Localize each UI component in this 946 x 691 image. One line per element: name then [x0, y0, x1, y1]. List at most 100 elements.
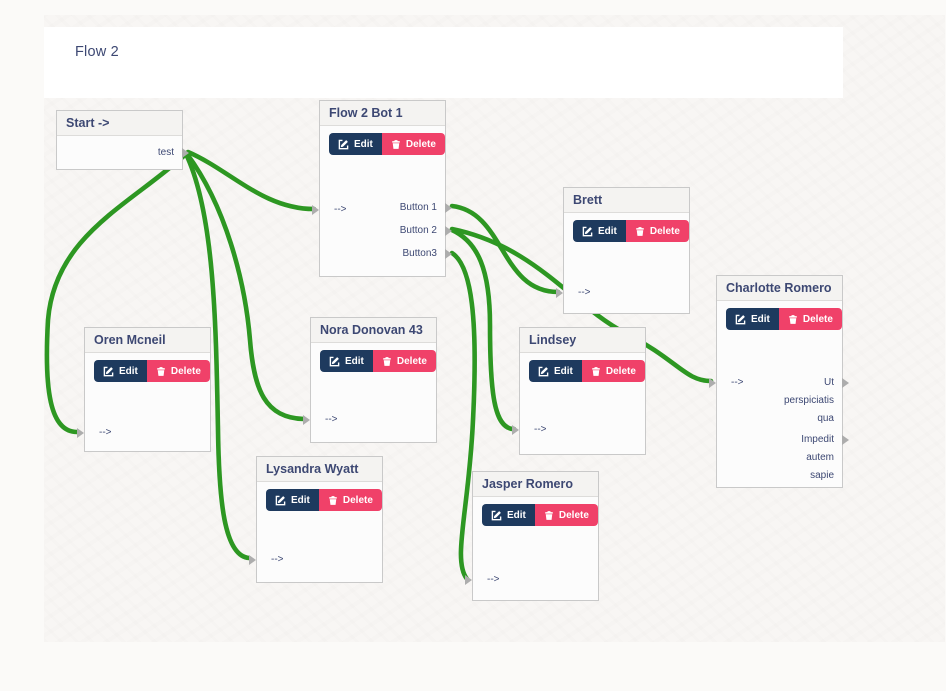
output-label: sapie: [810, 470, 834, 481]
input-label: -->: [99, 427, 112, 438]
input-port[interactable]: [312, 205, 319, 215]
edit-button-label: Edit: [291, 494, 310, 506]
input-port[interactable]: [77, 428, 84, 438]
node-title-bar[interactable]: Charlotte Romero: [717, 276, 842, 301]
delete-button[interactable]: Delete: [318, 489, 382, 511]
output-label: Impedit: [801, 434, 834, 445]
output-label: autem: [806, 452, 834, 463]
delete-button-label: Delete: [802, 313, 833, 325]
delete-button-label: Delete: [405, 138, 436, 150]
input-port[interactable]: [465, 575, 472, 585]
node-start[interactable]: Start -> test: [56, 110, 189, 170]
trash-icon: [157, 366, 165, 376]
edit-button[interactable]: Edit: [94, 360, 147, 382]
input-port[interactable]: [249, 555, 256, 565]
delete-button-label: Delete: [342, 494, 373, 506]
edit-icon: [338, 139, 349, 149]
input-port[interactable]: [303, 415, 310, 425]
output-port[interactable]: [445, 203, 452, 213]
input-label: -->: [325, 414, 338, 425]
node-title: Oren Mcneil: [94, 333, 166, 347]
delete-button-label: Delete: [558, 509, 589, 521]
delete-button[interactable]: Delete: [625, 220, 689, 242]
node-title: Flow 2 Bot 1: [329, 106, 403, 120]
node-title-bar[interactable]: Brett: [564, 188, 689, 213]
delete-button[interactable]: Delete: [581, 360, 645, 382]
node-actions: Edit Delete: [529, 360, 645, 382]
page-title: Flow 2: [75, 44, 119, 60]
node-nora[interactable]: Nora Donovan 43 Edit Delete -->: [303, 317, 437, 443]
delete-button-label: Delete: [649, 225, 680, 237]
edit-button-label: Edit: [354, 138, 373, 150]
edit-button[interactable]: Edit: [529, 360, 582, 382]
page-header: Flow 2: [44, 27, 843, 98]
output-label: Ut: [824, 377, 834, 388]
delete-button[interactable]: Delete: [778, 308, 842, 330]
edit-button[interactable]: Edit: [329, 133, 382, 155]
trash-icon: [329, 495, 337, 505]
node-title-bar[interactable]: Oren Mcneil: [85, 328, 210, 353]
edit-button[interactable]: Edit: [573, 220, 626, 242]
output-port[interactable]: [842, 435, 849, 445]
delete-button-label: Delete: [396, 355, 427, 367]
trash-icon: [545, 510, 553, 520]
output-label: test: [157, 147, 174, 158]
node-title: Brett: [573, 193, 603, 207]
node-title: Jasper Romero: [482, 477, 574, 491]
trash-icon: [636, 226, 644, 236]
node-title: Charlotte Romero: [726, 281, 832, 295]
output-label: perspiciatis: [783, 395, 834, 406]
node-title: Start ->: [66, 116, 110, 130]
output-label: Button 2: [399, 225, 437, 236]
input-label: -->: [334, 204, 347, 215]
edit-icon: [735, 314, 746, 324]
node-title-bar[interactable]: Start ->: [57, 111, 182, 136]
delete-button[interactable]: Delete: [381, 133, 445, 155]
edit-icon: [103, 366, 114, 376]
input-label: -->: [487, 574, 500, 585]
input-label: -->: [731, 377, 744, 388]
input-label: -->: [534, 424, 547, 435]
trash-icon: [392, 139, 400, 149]
delete-button[interactable]: Delete: [146, 360, 210, 382]
node-actions: Edit Delete: [482, 504, 598, 526]
node-title: Lysandra Wyatt: [266, 462, 359, 476]
node-actions: Edit Delete: [94, 360, 210, 382]
edit-button-label: Edit: [554, 365, 573, 377]
node-title-bar[interactable]: Lindsey: [520, 328, 645, 353]
node-actions: Edit Delete: [329, 133, 445, 155]
edit-button[interactable]: Edit: [482, 504, 535, 526]
delete-button[interactable]: Delete: [372, 350, 436, 372]
output-port[interactable]: [182, 148, 189, 158]
edit-button[interactable]: Edit: [320, 350, 373, 372]
input-port[interactable]: [709, 378, 716, 388]
delete-button[interactable]: Delete: [534, 504, 598, 526]
edit-button[interactable]: Edit: [266, 489, 319, 511]
trash-icon: [383, 356, 391, 366]
edit-button[interactable]: Edit: [726, 308, 779, 330]
trash-icon: [789, 314, 797, 324]
node-title-bar[interactable]: Jasper Romero: [473, 472, 598, 497]
edit-icon: [275, 495, 286, 505]
output-port[interactable]: [842, 378, 849, 388]
edit-icon: [538, 366, 549, 376]
node-title: Lindsey: [529, 333, 577, 347]
input-label: -->: [578, 287, 591, 298]
input-port[interactable]: [556, 288, 563, 298]
output-port[interactable]: [445, 226, 452, 236]
output-port[interactable]: [445, 249, 452, 259]
input-port[interactable]: [512, 425, 519, 435]
node-title-bar[interactable]: Flow 2 Bot 1: [320, 101, 445, 126]
edit-button-label: Edit: [119, 365, 138, 377]
edit-button-label: Edit: [345, 355, 364, 367]
node-title-bar[interactable]: Lysandra Wyatt: [257, 457, 382, 482]
delete-button-label: Delete: [605, 365, 636, 377]
node-title-bar[interactable]: Nora Donovan 43: [311, 318, 436, 343]
